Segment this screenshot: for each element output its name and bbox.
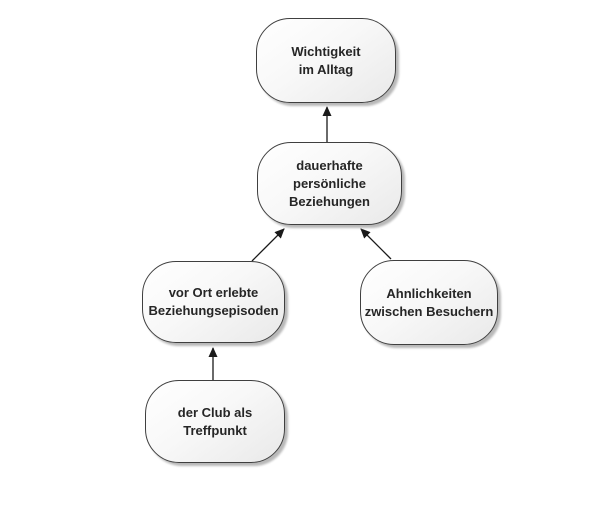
node-der-club-als-treffpunkt: der Club als Treffpunkt	[145, 380, 285, 463]
node-vor-ort-erlebte-beziehungsepisoden: vor Ort erlebte Beziehungsepisoden	[142, 261, 285, 343]
node-ahnlichkeiten-zwischen-besuchern: Ahnlichkeiten zwischen Besuchern	[360, 260, 498, 345]
arrow-episoden-to-beziehungen	[251, 228, 285, 262]
node-label-line: Treffpunkt	[183, 422, 247, 438]
node-label-line: vor Ort erlebte	[168, 285, 259, 300]
node-label-line: Ahnlichkeiten	[386, 285, 472, 301]
node-label-line: dauerhafte	[296, 157, 363, 173]
node-dauerhafte-persoenliche-beziehungen: dauerhafte persönliche Beziehungen	[257, 142, 402, 225]
node-label-line: zwischen Besuchern	[364, 303, 494, 319]
node-label-line: der Club als	[177, 404, 253, 420]
node-label-line: Beziehungen	[289, 193, 370, 209]
node-label-line: persönliche	[293, 175, 366, 191]
node-label-line: Beziehungsepisoden	[148, 303, 279, 318]
node-wichtigkeit-im-alltag: Wichtigkeit im Alltag	[256, 18, 396, 103]
node-label-line: Wichtigkeit	[291, 43, 361, 59]
arrow-ahnlichkeiten-to-beziehungen	[360, 228, 392, 260]
node-label-line: im Alltag	[298, 61, 354, 77]
